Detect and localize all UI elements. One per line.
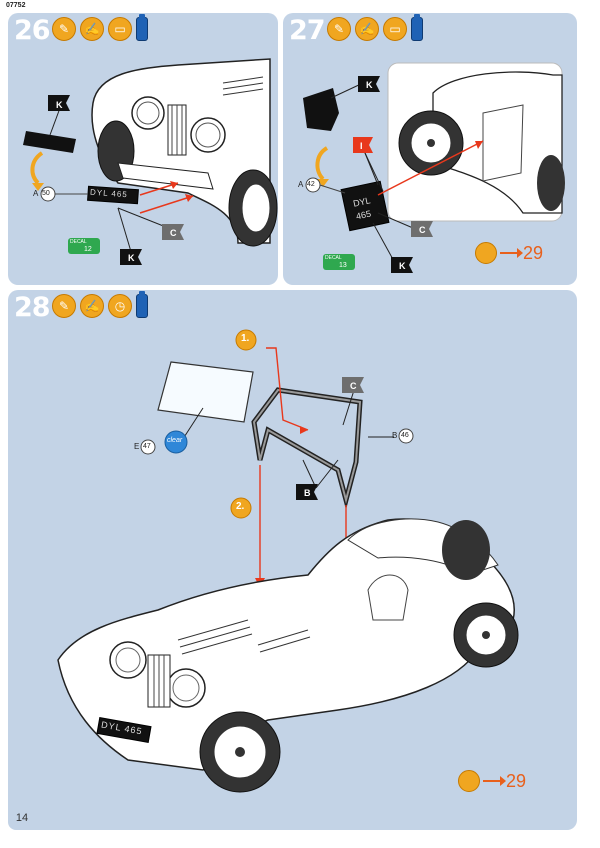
brush-icon: ✎ [52,294,76,318]
front-plate [96,717,152,743]
box-icon [475,242,497,264]
substep-1: 1. [241,333,250,344]
color-flag-i: I [360,141,363,151]
step-28-panel: 28 ✎ ✍ ◷ [8,290,577,830]
paint-pot-icon [136,291,148,318]
part-letter: E [134,442,140,451]
step-number: 27 [289,15,326,46]
windscreen-frame [251,387,363,510]
paint-pot-icon [411,14,423,41]
step-icons: ✎ ✍ ◷ [52,291,148,318]
color-flag-c: C [419,225,426,235]
color-flag-k: K [56,100,63,110]
clear-paint-label: clear [167,437,183,444]
part-number: 47 [143,443,151,450]
document-code: 07752 [6,2,26,9]
part-number: 50 [42,190,50,197]
step-27-panel: 27 ✎ ✍ ▭ [283,13,577,285]
decal-label: DECAL [70,239,87,245]
arrow-right-icon [483,776,506,786]
step-26-illustration [23,58,278,265]
decal-tray-icon: ▭ [383,17,407,41]
part-letter: A [33,189,39,198]
rear-plate [340,180,390,232]
clock-icon: ◷ [108,294,132,318]
box-icon [458,770,480,792]
color-flag-k: K [399,261,406,271]
goto-step-29: 29 [475,242,543,264]
step-28-illustration [57,329,519,793]
goto-step-29: 29 [458,770,526,792]
color-flag-c: C [350,381,357,391]
arrow-right-icon [500,248,523,258]
glue-icon: ✍ [80,17,104,41]
step-icons: ✎ ✍ ▭ [52,14,148,41]
windscreen-glass [157,361,254,423]
brush-icon: ✎ [327,17,351,41]
step-27-illustration [303,62,565,273]
decal-number: 13 [339,262,347,269]
paint-pot-icon [136,14,148,41]
license-plate [87,185,139,205]
step-number: 28 [14,292,51,323]
color-flag-k: K [366,80,373,90]
part-number: 46 [401,432,409,439]
decal-tray-icon: ▭ [108,17,132,41]
step-number: 26 [14,15,51,46]
step-26-panel: 26 ✎ ✍ ▭ [8,13,278,285]
part-letter: A [298,180,304,189]
goto-step-number: 29 [506,770,527,791]
color-flag-b: B [304,488,311,498]
substep-2: 2. [236,501,245,512]
color-flag-k: K [128,253,135,263]
page-number: 14 [8,806,36,830]
decal-label: DECAL [325,255,342,261]
part-number: 42 [307,181,315,188]
decal-number: 12 [84,246,92,253]
brush-icon: ✎ [52,17,76,41]
glue-icon: ✍ [80,294,104,318]
glue-icon: ✍ [355,17,379,41]
goto-step-number: 29 [523,242,544,263]
part-letter: B [392,431,398,440]
step-icons: ✎ ✍ ▭ [327,14,423,41]
color-flag-c: C [170,228,177,238]
